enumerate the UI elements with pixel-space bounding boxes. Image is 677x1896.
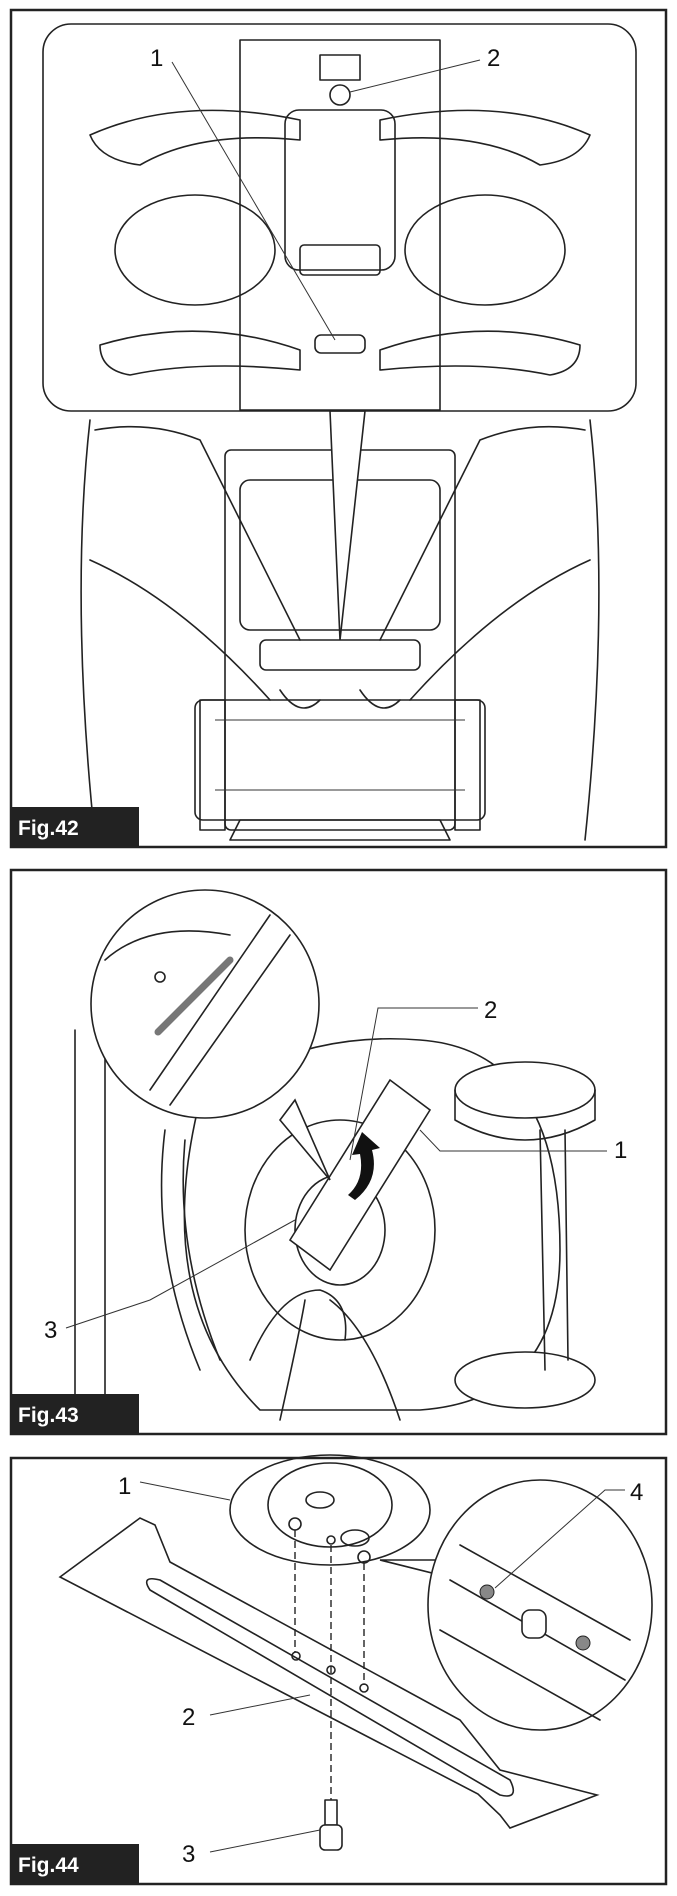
leader-line-4: [494, 1489, 625, 1589]
figure-label-box: [11, 1394, 139, 1434]
figure-label-box: [11, 807, 139, 847]
callout-number: 3: [44, 1317, 57, 1344]
callout-number: 4: [630, 1479, 643, 1506]
blade-removal-illustration: [74, 1029, 596, 1421]
figure-42: 1 2 Fig.42: [9, 8, 668, 849]
figure-44: 1 4 2 3 Fig.44: [9, 1454, 668, 1886]
callout-number: 1: [614, 1137, 627, 1164]
figure-label: Fig.44: [18, 1854, 79, 1877]
blade-assembly-illustration: [58, 1454, 600, 1851]
leader-line-1: [171, 61, 336, 341]
rotation-arrow-icon: [348, 1132, 380, 1200]
figure-label: Fig.42: [18, 817, 79, 840]
detail-magnifier: [427, 1479, 653, 1731]
leader-line-1: [419, 1129, 607, 1152]
leader-line-2: [349, 1007, 478, 1161]
callout-number: 2: [182, 1704, 195, 1731]
leader-line-2: [349, 59, 481, 93]
leader-line-3: [65, 1219, 296, 1329]
bolt-icon: [319, 1824, 343, 1851]
figure-label: Fig.43: [18, 1404, 79, 1427]
leader-line-2: [209, 1694, 311, 1716]
leader-line-3: [209, 1829, 321, 1853]
detail-magnifier: [90, 889, 320, 1119]
detail-inset: [42, 23, 637, 412]
callout-number: 1: [150, 45, 163, 72]
leader-line-1: [139, 1481, 231, 1501]
callout-number: 2: [487, 45, 500, 72]
figure-label-box: [11, 1844, 139, 1884]
callout-pointer: [278, 1098, 331, 1181]
callout-number: 3: [182, 1841, 195, 1868]
figure-43: 2 1 3 Fig.43: [9, 868, 668, 1436]
callout-number: 1: [118, 1473, 131, 1500]
callout-number: 2: [484, 997, 497, 1024]
